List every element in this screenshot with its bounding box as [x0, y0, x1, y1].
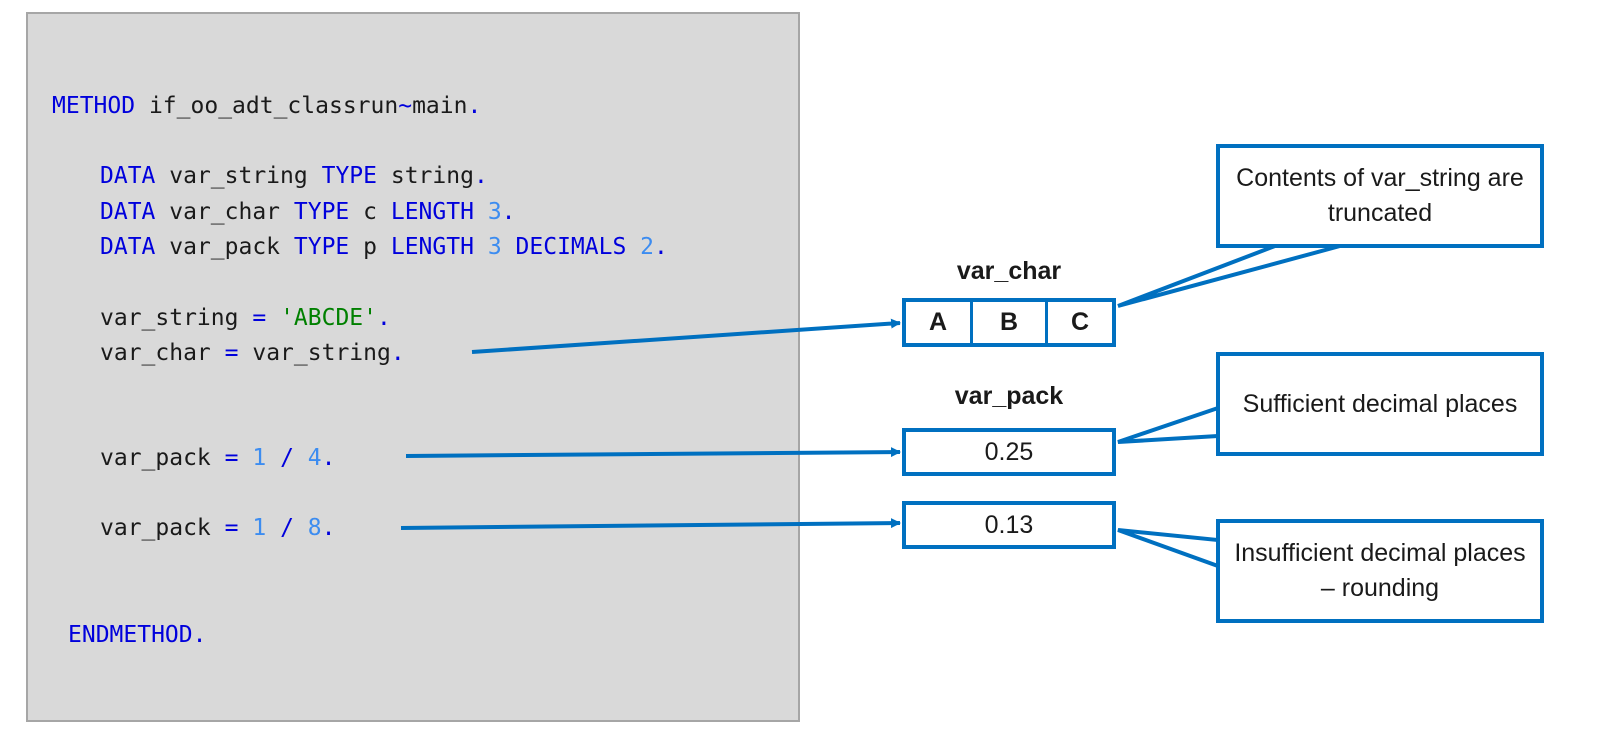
callout-pointer-insufficient [1117, 528, 1220, 569]
var-char-cell: C [1070, 308, 1090, 336]
code-token: . [321, 515, 336, 541]
code-token: . [654, 234, 668, 260]
code-line-endmethod: ENDMETHOD. [68, 622, 207, 648]
code-token: = [224, 445, 239, 471]
code-token: = [224, 515, 239, 541]
code-token: METHOD [52, 93, 136, 119]
code-token: DATA [100, 199, 156, 225]
var-pack-box-2: 0.13 [902, 501, 1116, 549]
var-pack-label: var_pack [954, 382, 1064, 410]
arrow-var-pack-2 [400, 518, 901, 530]
code-token: / [280, 445, 294, 471]
code-line-data-char: DATA var_char TYPE c LENGTH 3. [100, 194, 516, 230]
code-token: 1 [252, 515, 267, 541]
code-token: 3 [487, 234, 502, 260]
code-token: . [473, 163, 488, 189]
var-pack-value-2: 0.13 [984, 510, 1034, 539]
code-token: 8 [307, 515, 322, 541]
code-token: var_pack [100, 515, 211, 541]
code-token: c [363, 199, 377, 225]
code-token: . [390, 340, 405, 366]
code-token: . [321, 445, 336, 471]
code-line-assign-char: var_char = var_string. [100, 335, 405, 371]
code-token: var_pack [169, 234, 281, 260]
code-token: 2 [640, 234, 655, 260]
callout-pointer-sufficient [1117, 405, 1220, 444]
code-token: 1 [252, 445, 267, 471]
callout-sufficient: Sufficient decimal places [1216, 352, 1544, 456]
callout-truncated: Contents of var_string are truncated [1216, 144, 1544, 248]
code-token: DATA [100, 234, 156, 260]
var-pack-box-1: 0.25 [902, 428, 1116, 476]
code-token: . [377, 305, 391, 331]
code-token: string [390, 163, 474, 189]
var-char-box: A B C [902, 298, 1116, 347]
code-line-assign-string: var_string = 'ABCDE'. [100, 300, 391, 336]
code-token: p [363, 234, 377, 260]
var-pack-value-1: 0.25 [984, 437, 1034, 466]
code-token: LENGTH [390, 199, 474, 225]
code-token: main [412, 93, 468, 119]
code-token: var_char [169, 199, 281, 225]
code-line-data-string: DATA var_string TYPE string. [100, 158, 488, 194]
code-token: TYPE [321, 163, 377, 189]
code-token: var_string [100, 305, 239, 331]
callout-insufficient: Insufficient decimal places – rounding [1216, 519, 1544, 623]
code-token: TYPE [293, 199, 350, 225]
arrow-var-char [471, 318, 901, 354]
code-line-method: METHOD if_oo_adt_classrun~main. [52, 88, 481, 124]
code-token: 3 [487, 199, 502, 225]
code-token: var_string [169, 163, 308, 189]
code-line-assign-pack-1: var_pack = 1 / 4. [100, 440, 336, 476]
var-char-label: var_char [956, 257, 1062, 285]
code-token: var_string [252, 340, 391, 366]
var-char-cell: A [928, 308, 948, 336]
code-token: 'ABCDE' [280, 305, 377, 331]
code-token: = [224, 340, 239, 366]
code-token: if_oo_adt_classrun [148, 93, 399, 119]
code-token: var_char [100, 340, 211, 366]
cell-divider [970, 302, 973, 343]
code-token: . [501, 199, 516, 225]
code-line-data-pack: DATA var_pack TYPE p LENGTH 3 DECIMALS 2… [100, 229, 668, 265]
code-token: . [467, 93, 482, 119]
code-line-assign-pack-2: var_pack = 1 / 8. [100, 510, 336, 546]
code-token: TYPE [293, 234, 350, 260]
code-token: DATA [100, 163, 156, 189]
var-char-cell: B [999, 308, 1019, 336]
code-token: DECIMALS [515, 234, 627, 260]
code-token: LENGTH [390, 234, 474, 260]
code-token: / [280, 515, 294, 541]
callout-pointer-truncated [1117, 244, 1341, 308]
code-token: var_pack [100, 445, 211, 471]
cell-divider [1045, 302, 1048, 343]
code-token: 4 [307, 445, 322, 471]
code-token: = [252, 305, 267, 331]
code-panel: METHOD if_oo_adt_classrun~main. DATA var… [26, 12, 800, 722]
arrow-var-pack-1 [405, 447, 901, 458]
code-token: ~ [398, 93, 413, 119]
